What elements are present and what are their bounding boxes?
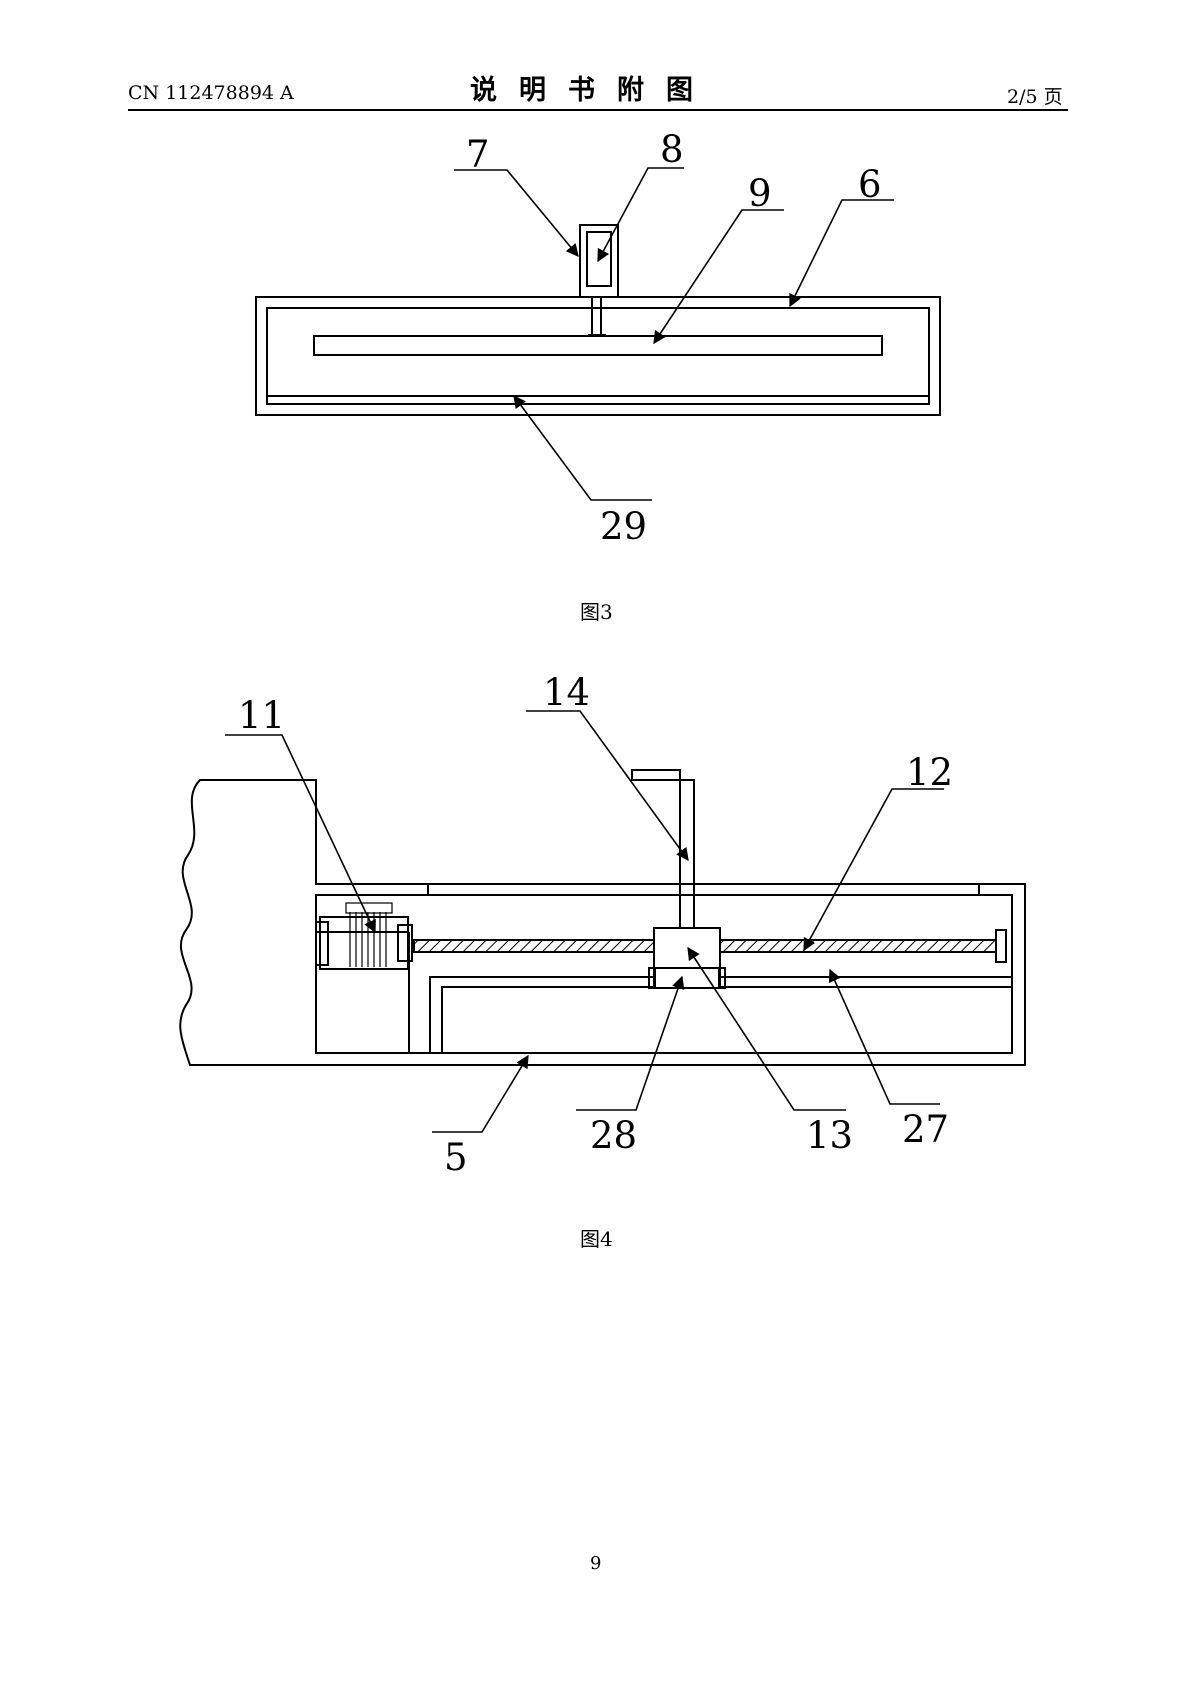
leader-28 bbox=[576, 975, 685, 1111]
leader-12 bbox=[803, 788, 944, 952]
screw-bearing bbox=[995, 929, 1007, 963]
label-13: 13 bbox=[806, 1114, 853, 1157]
label-8: 8 bbox=[660, 128, 684, 171]
figure-4-labels: 11 14 12 5 28 13 27 bbox=[238, 671, 953, 1179]
label-14: 14 bbox=[543, 671, 590, 714]
cylinder-7 bbox=[579, 224, 619, 298]
leader-13 bbox=[687, 946, 846, 1111]
label-29: 29 bbox=[600, 505, 647, 548]
figure-3-labels: 7 8 9 6 29 bbox=[466, 128, 882, 548]
rod-14 bbox=[631, 769, 695, 928]
figure-3-leaders bbox=[454, 167, 894, 501]
leader-6 bbox=[789, 199, 894, 308]
leader-7 bbox=[454, 169, 579, 257]
motor-11-cap bbox=[315, 921, 329, 966]
guide-rail-27 bbox=[429, 976, 1012, 1053]
figure-4-caption: 图4 bbox=[580, 1227, 613, 1251]
page-reference: 2/5 页 bbox=[1007, 86, 1063, 108]
leader-27 bbox=[828, 968, 940, 1105]
label-11: 11 bbox=[238, 694, 285, 737]
leader-11 bbox=[225, 734, 376, 934]
label-7: 7 bbox=[466, 133, 490, 176]
page-title: 说明书附图 bbox=[470, 75, 715, 106]
label-9: 9 bbox=[748, 172, 772, 215]
motor-11-flange bbox=[397, 924, 413, 962]
guide-rail-27-outer bbox=[441, 986, 1012, 1053]
plate-9 bbox=[313, 335, 883, 356]
figure-3-drawing bbox=[255, 224, 941, 416]
page-number: 9 bbox=[590, 1553, 602, 1574]
block-28-left bbox=[648, 967, 656, 989]
leader-9 bbox=[653, 209, 784, 345]
leader-5 bbox=[432, 1054, 529, 1133]
block-28-right bbox=[718, 967, 726, 989]
inner-box bbox=[315, 894, 1013, 1054]
block-28 bbox=[653, 967, 721, 989]
figure-4-drawing bbox=[179, 769, 1026, 1066]
header-rule bbox=[128, 109, 1068, 111]
leader-14 bbox=[526, 710, 689, 862]
housing-inner bbox=[266, 307, 930, 405]
label-28: 28 bbox=[590, 1114, 637, 1157]
leader-8 bbox=[597, 167, 684, 263]
motor-11-body bbox=[319, 916, 409, 970]
label-12: 12 bbox=[906, 751, 953, 794]
figure-3-caption: 图3 bbox=[580, 600, 613, 624]
figure-4-leaders bbox=[225, 710, 944, 1133]
piston-8 bbox=[586, 231, 612, 287]
label-6: 6 bbox=[858, 163, 882, 206]
publication-number: CN 112478894 A bbox=[128, 82, 294, 104]
motor-fins bbox=[345, 902, 393, 967]
wall bbox=[179, 779, 1026, 1066]
label-5: 5 bbox=[444, 1136, 468, 1179]
label-27: 27 bbox=[902, 1108, 949, 1151]
leader-29 bbox=[513, 394, 652, 501]
